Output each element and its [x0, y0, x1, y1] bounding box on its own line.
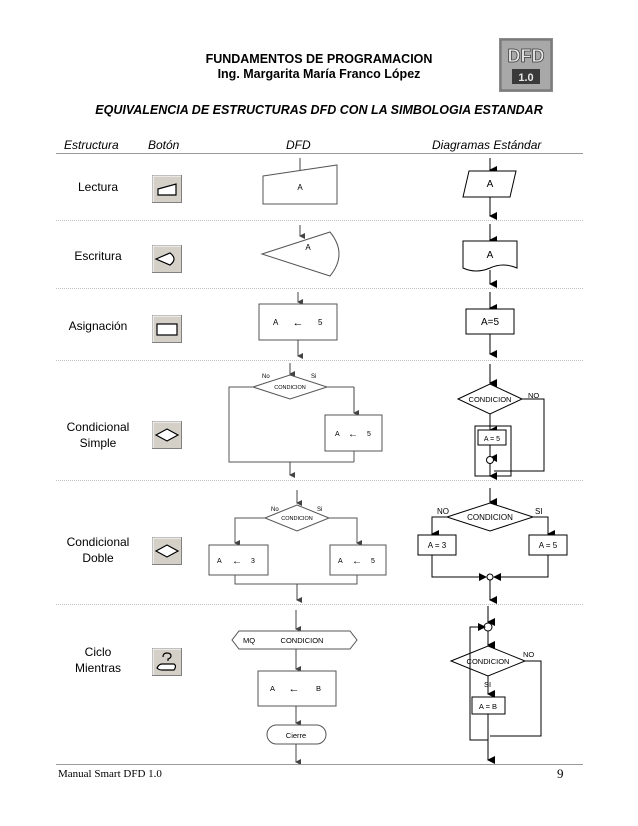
dfd-arrow: ←	[352, 556, 362, 567]
row-label-condicional-doble-2: Doble	[82, 551, 114, 565]
row-separator	[56, 604, 583, 605]
dfd-arrow: ←	[293, 317, 304, 329]
assign-shape-icon	[156, 323, 178, 336]
asignacion-button[interactable]	[152, 315, 182, 343]
diamond-icon	[154, 544, 180, 558]
std-condicional-doble: CONDICION NO SI A = 3 A = 5	[417, 488, 568, 604]
page-number: 9	[557, 766, 564, 781]
row-label-condicional-simple-1: Condicional	[66, 420, 130, 434]
document-title: FUNDAMENTOS DE PROGRAMACION	[205, 52, 433, 66]
table-top-rule	[56, 153, 583, 154]
row-separator	[56, 288, 583, 289]
std-lectura: A	[462, 158, 517, 220]
lectura-button[interactable]	[152, 175, 182, 203]
row-label-condicional-doble-1: Condicional	[66, 535, 130, 549]
row-label-ciclo-1: Ciclo	[84, 645, 112, 659]
dfd-label: Si	[311, 374, 316, 380]
dfd-logo: DFD 1.0	[499, 38, 553, 92]
std-label: A	[487, 179, 494, 190]
question-icon	[162, 652, 172, 661]
std-asignacion: A=5	[465, 292, 515, 358]
dfd-lectura: A	[262, 158, 338, 205]
std-label: A = 5	[539, 541, 558, 550]
dfd-label: A	[270, 684, 275, 693]
diamond-icon	[154, 428, 180, 442]
std-label: A	[487, 250, 494, 261]
dfd-label: 3	[251, 558, 255, 565]
logo-version: 1.0	[518, 72, 533, 84]
dfd-label: A	[338, 558, 343, 565]
condicional-doble-button[interactable]	[152, 537, 182, 565]
dfd-condicional-doble: CONDICION No Si A ← 3 A ← 5	[208, 490, 387, 603]
std-label: SI	[535, 507, 543, 516]
std-label: NO	[523, 650, 534, 659]
dfd-condicional-simple: CONDICION No Si A ← 5	[228, 363, 383, 478]
ciclo-mientras-button[interactable]	[152, 648, 182, 676]
dfd-label: CONDICION	[274, 385, 306, 391]
row-label-ciclo-2: Mientras	[74, 661, 121, 675]
row-label-condicional-simple-2: Simple	[79, 436, 117, 450]
dfd-escritura: A	[260, 225, 340, 277]
dfd-label: No	[262, 374, 270, 380]
read-shape-icon	[157, 183, 177, 196]
dfd-arrow: ←	[232, 556, 242, 567]
condicional-simple-button[interactable]	[152, 421, 182, 449]
std-label: NO	[528, 391, 539, 400]
row-label-asignacion: Asignación	[68, 319, 128, 333]
col-header-estructura: Estructura	[64, 138, 119, 152]
std-label: CONDICION	[467, 513, 513, 522]
std-label: A=5	[481, 317, 500, 328]
col-header-diagramas: Diagramas Estándar	[432, 138, 542, 152]
logo-text: DFD	[508, 46, 545, 66]
dfd-label: A	[335, 431, 340, 438]
table-subtitle: EQUIVALENCIA DE ESTRUCTURAS DFD CON LA S…	[95, 103, 543, 117]
std-label: CONDICION	[469, 395, 512, 404]
footer-manual-name: Manual Smart DFD 1.0	[58, 768, 162, 780]
dfd-label: 5	[371, 558, 375, 565]
std-label: A = 3	[428, 541, 447, 550]
escritura-button[interactable]	[152, 245, 182, 273]
dfd-label: 5	[318, 318, 323, 327]
dfd-label: Si	[317, 507, 322, 513]
dfd-asignacion: A ← 5	[258, 292, 338, 359]
dfd-label: A	[305, 243, 311, 252]
row-label-lectura: Lectura	[77, 180, 119, 194]
footer-rule	[56, 764, 583, 765]
dfd-arrow: ←	[348, 429, 358, 440]
std-escritura: A	[462, 224, 518, 288]
dfd-ciclo-mientras: MQ CONDICION A ← B Cierre	[231, 610, 358, 765]
row-separator	[56, 360, 583, 361]
dfd-label: A	[297, 183, 303, 192]
row-separator	[56, 220, 583, 221]
dfd-label: Cierre	[286, 731, 306, 740]
std-ciclo-mientras: CONDICION NO SI A = B	[449, 606, 542, 764]
document-author: Ing. Margarita María Franco López	[217, 67, 421, 81]
row-label-escritura: Escritura	[74, 249, 122, 263]
col-header-dfd: DFD	[286, 138, 311, 152]
dfd-label: 5	[367, 431, 371, 438]
dfd-label: A	[273, 318, 279, 327]
dfd-arrow: ←	[289, 683, 300, 695]
dfd-label: CONDICION	[281, 636, 324, 645]
dfd-label: CONDICION	[281, 516, 313, 522]
col-header-boton: Botón	[148, 138, 180, 152]
std-label: CONDICION	[467, 657, 510, 666]
std-label: A = B	[479, 702, 497, 711]
std-label: A = 5	[484, 436, 500, 443]
dfd-label: No	[271, 507, 279, 513]
write-shape-icon	[154, 252, 175, 266]
std-condicional-simple: CONDICION NO A = 5	[456, 364, 545, 480]
dfd-label: MQ	[243, 636, 255, 645]
row-separator	[56, 480, 583, 481]
dfd-label: A	[217, 558, 222, 565]
std-label: NO	[437, 507, 449, 516]
loop-shape-icon	[156, 663, 177, 671]
dfd-label: B	[316, 684, 321, 693]
